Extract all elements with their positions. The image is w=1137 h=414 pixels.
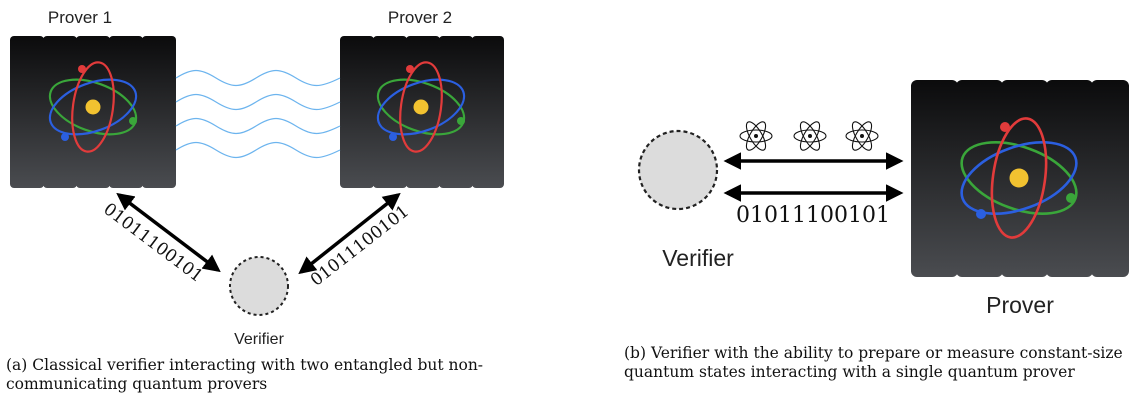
caption-b: (b) Verifier with the ability to prepare… — [624, 344, 1123, 381]
entanglement-lines — [175, 69, 341, 159]
entanglement-wave — [175, 69, 341, 87]
verifier-a-circle — [229, 256, 289, 316]
quantum-states — [739, 121, 879, 151]
atom-icon — [48, 61, 138, 153]
prover-server-icon — [911, 80, 1129, 277]
prover1-server-icon — [10, 36, 176, 188]
panel-a: Prover 1 Prover 2 — [10, 8, 504, 348]
small-atom-icon — [793, 121, 827, 151]
arrow-prover1-verifier — [116, 192, 221, 273]
arrow-verifier-prover2 — [298, 192, 401, 275]
caption-a: (a) Classical verifier interacting with … — [6, 356, 484, 393]
verifier-a-label: Verifier — [234, 331, 284, 348]
message-left: 01011100101 — [99, 199, 206, 287]
atom-icon — [960, 117, 1078, 239]
panel-b: Verifier 01011 — [637, 80, 1129, 318]
message-right: 01011100101 — [307, 202, 413, 291]
entanglement-wave — [175, 141, 341, 159]
small-atom-icon — [845, 121, 879, 151]
prover-label: Prover — [986, 292, 1054, 318]
entanglement-wave — [175, 117, 341, 135]
verifier-b-circle — [637, 129, 719, 211]
prover1-label: Prover 1 — [48, 8, 112, 27]
atom-icon — [376, 61, 466, 153]
message-b: 01011100101 — [736, 203, 890, 228]
prover2-server-icon — [340, 36, 504, 188]
entanglement-wave — [175, 93, 341, 111]
small-atom-icon — [739, 121, 773, 151]
verifier-b-label: Verifier — [662, 245, 734, 271]
prover2-label: Prover 2 — [388, 8, 452, 27]
